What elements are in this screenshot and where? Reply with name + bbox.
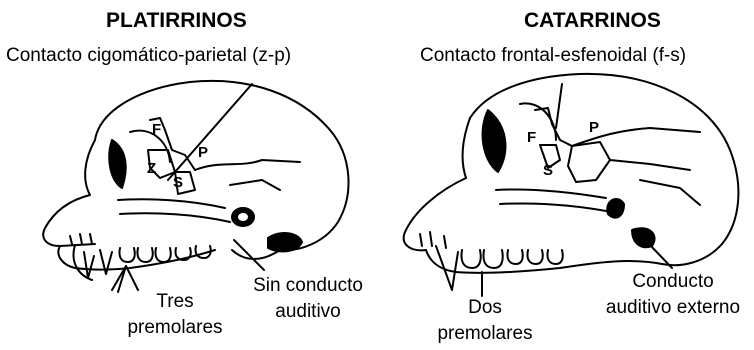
right-bone-s: S — [543, 163, 553, 178]
right-contact-label: Contacto frontal-esfenoidal (f-s) — [420, 46, 686, 65]
left-ear-line1: Sin conducto — [238, 276, 378, 295]
left-premolars-line2: premolares — [120, 318, 230, 337]
right-bone-f: F — [527, 130, 536, 145]
left-bone-f: F — [152, 122, 161, 137]
right-premolars-line1: Dos — [430, 298, 540, 317]
left-ear-line2: auditivo — [238, 302, 378, 321]
right-ear-line1: Conducto — [598, 272, 748, 291]
left-contact-label: Contacto cigomático-parietal (z-p) — [6, 46, 291, 65]
right-ear-line2: auditivo externo — [598, 298, 748, 317]
right-premolars-line2: premolares — [430, 324, 540, 343]
right-title: CATARRINOS — [524, 10, 661, 31]
left-bone-s: S — [173, 175, 183, 190]
left-title: PLATIRRINOS — [106, 10, 247, 31]
left-bone-p: P — [198, 145, 208, 160]
left-premolars-line1: Tres — [120, 292, 230, 311]
right-bone-p: P — [589, 120, 599, 135]
right-skull — [404, 74, 739, 296]
left-bone-z: Z — [147, 161, 156, 176]
left-skull — [43, 81, 348, 292]
